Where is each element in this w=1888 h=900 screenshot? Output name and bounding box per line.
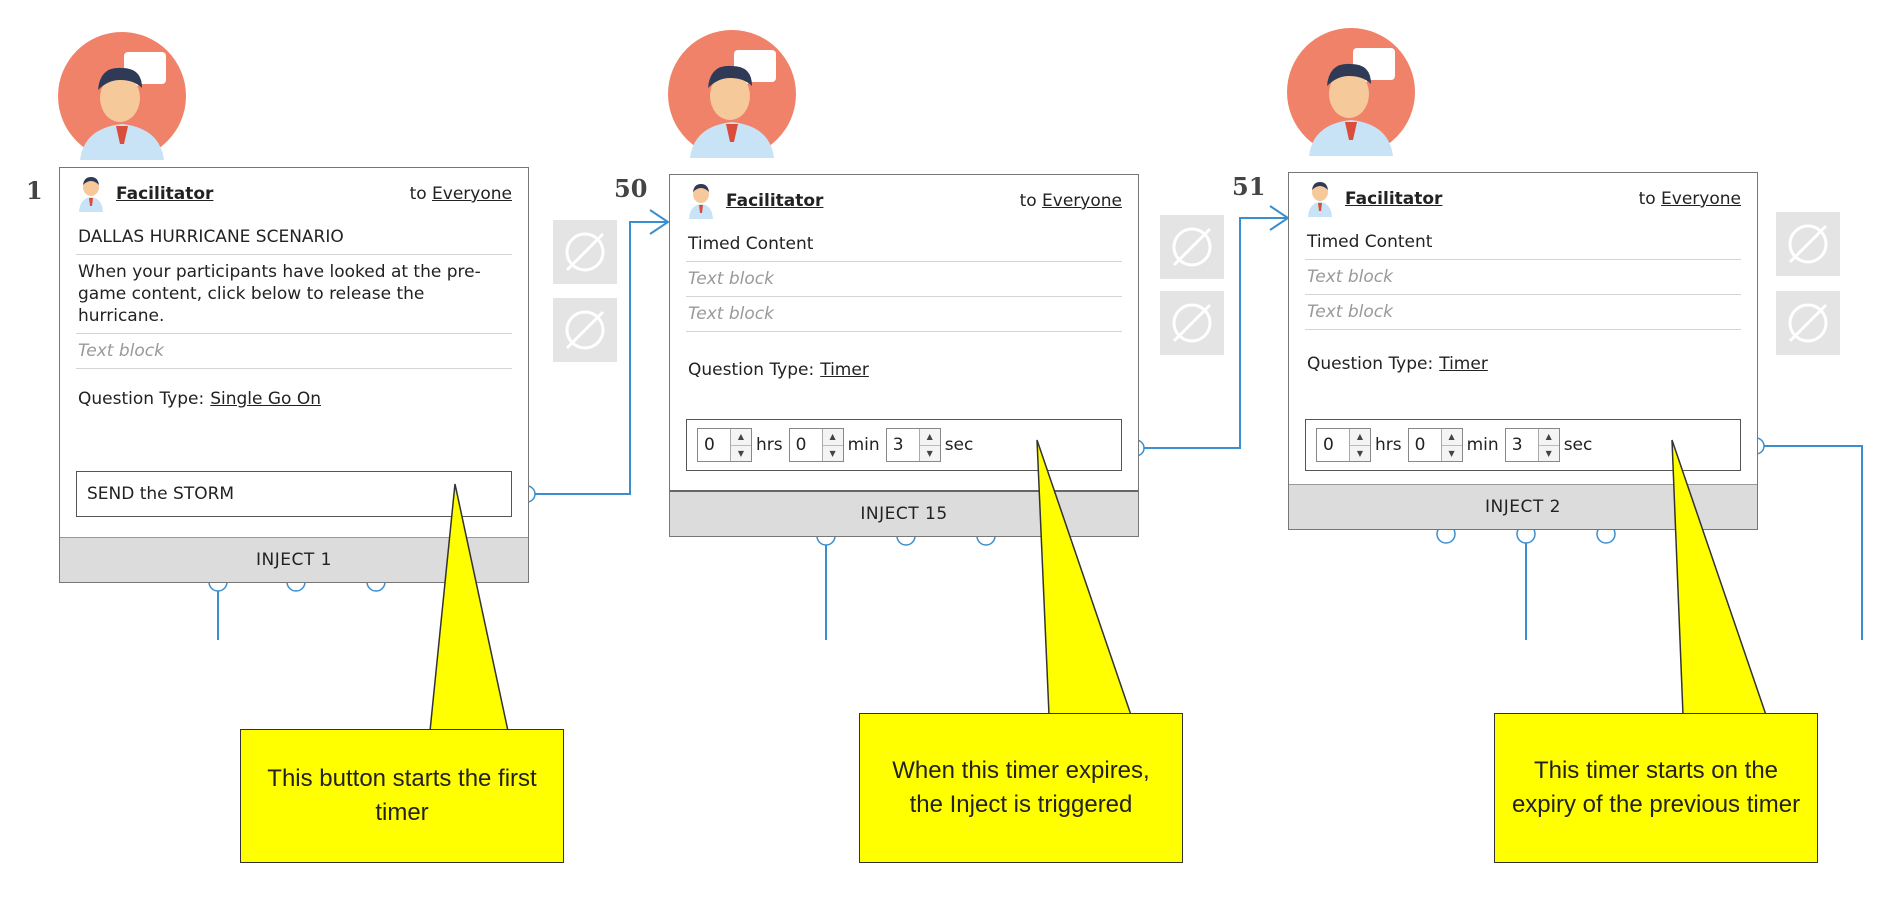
callout-text: This button starts the first timer — [255, 762, 549, 830]
callout-pointer — [1672, 440, 1766, 715]
callout-pointer — [1037, 440, 1131, 715]
callout-box: When this timer expires, the Inject is t… — [859, 713, 1183, 863]
callout-box: This timer starts on the expiry of the p… — [1494, 713, 1818, 863]
callout-text: This timer starts on the expiry of the p… — [1509, 754, 1803, 822]
callout-box: This button starts the first timer — [240, 729, 564, 863]
callout-text: When this timer expires, the Inject is t… — [874, 754, 1168, 822]
callout-pointer — [430, 484, 508, 731]
